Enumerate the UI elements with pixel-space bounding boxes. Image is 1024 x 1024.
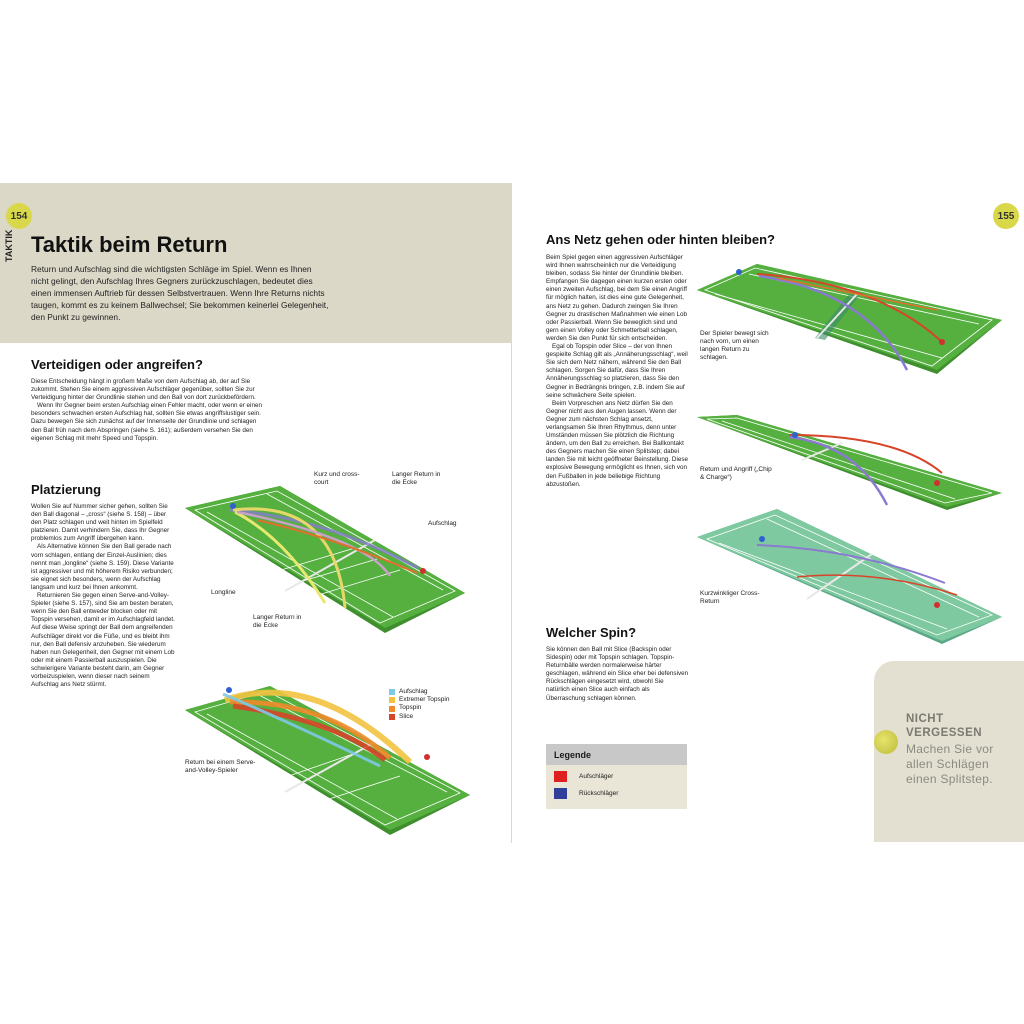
legend-swatch-red bbox=[554, 771, 567, 782]
paragraph: Wenn Ihr Gegner beim ersten Aufschlag ei… bbox=[31, 402, 262, 442]
page-title: Taktik beim Return bbox=[31, 232, 228, 257]
section-text-verteidigen: Diese Entscheidung hängt in großem Maße … bbox=[31, 378, 263, 443]
swatch-aufschlag bbox=[389, 689, 395, 696]
page-number-right: 155 bbox=[993, 203, 1019, 229]
label-serve-volley: Return bei einem Serve-and-Volley-Spiele… bbox=[185, 759, 256, 774]
reminder-title: NICHT VERGESSEN bbox=[906, 713, 983, 739]
label-chip-charge: Return und Angriff („Chip & Charge“) bbox=[700, 466, 772, 481]
label-aufschlag: Aufschlag bbox=[428, 520, 457, 527]
label-approach: Der Spieler bewegt sich nach vorn, um ei… bbox=[700, 330, 769, 361]
section-text-spin: Sie können den Ball mit Slice (Backspin … bbox=[546, 646, 689, 702]
section-title-netz: Ans Netz gehen oder hinten bleiben? bbox=[546, 232, 775, 247]
paragraph: Diese Entscheidung hängt in großem Maße … bbox=[31, 378, 256, 402]
section-title-verteidigen: Verteidigen oder angreifen? bbox=[31, 357, 203, 372]
spin-legend-item: Slice bbox=[389, 713, 449, 721]
header-band bbox=[0, 183, 511, 343]
swatch-slice bbox=[389, 713, 395, 720]
paragraph: Returnieren Sie gegen einen Serve-and-Vo… bbox=[31, 592, 175, 689]
spin-legend-item: Topspin bbox=[389, 704, 449, 712]
label-langer-return-top: Langer Return in die Ecke bbox=[392, 471, 441, 486]
section-text-platzierung: Wollen Sie auf Nummer sicher gehen, soll… bbox=[31, 503, 176, 689]
chapter-tab: TAKTIK bbox=[4, 229, 14, 262]
tennis-ball-icon bbox=[874, 730, 898, 754]
reminder-panel bbox=[874, 661, 1024, 842]
section-text-netz: Beim Spiel gegen einen aggressiven Aufsc… bbox=[546, 254, 689, 489]
label-kurz: Kurz und cross-court bbox=[314, 471, 360, 486]
label-langer-return-bottom: Langer Return in die Ecke bbox=[253, 614, 302, 629]
label-cross-return: Kurzwinkliger Cross-Return bbox=[700, 590, 760, 605]
swatch-extremer-topspin bbox=[389, 697, 395, 704]
label-longline: Longline bbox=[211, 589, 236, 596]
reminder-text: Machen Sie vor allen Schlägen einen Spli… bbox=[906, 742, 994, 786]
legend-box: Legende Aufschläger Rückschläger bbox=[546, 744, 687, 809]
paragraph: Egal ob Topspin oder Slice – der von Ihn… bbox=[546, 343, 688, 399]
section-title-platzierung: Platzierung bbox=[31, 482, 102, 497]
legend-title: Legende bbox=[546, 744, 687, 765]
legend-item-rueckschlaeger: Rückschläger bbox=[554, 788, 687, 799]
court-diagram-placement bbox=[185, 478, 465, 638]
page-gutter bbox=[511, 183, 512, 843]
intro-text: Return und Aufschlag sind die wichtigste… bbox=[31, 264, 329, 322]
court-diagram-cross-return bbox=[697, 509, 1002, 644]
court-diagram-chip-charge bbox=[697, 415, 1002, 510]
legend-swatch-blue bbox=[554, 788, 567, 799]
spin-legend: Aufschlag Extremer Topspin Topspin Slice bbox=[389, 688, 449, 721]
paragraph: Beim Vorpreschen ans Netz dürfen Sie den… bbox=[546, 399, 688, 488]
spin-legend-item: Aufschlag bbox=[389, 688, 449, 696]
paragraph: Als Alternative können Sie den Ball gera… bbox=[31, 543, 174, 591]
swatch-topspin bbox=[389, 705, 395, 712]
paragraph: Wollen Sie auf Nummer sicher gehen, soll… bbox=[31, 503, 170, 543]
spin-legend-item: Extremer Topspin bbox=[389, 696, 449, 704]
section-title-spin: Welcher Spin? bbox=[546, 625, 637, 640]
page-number-left: 154 bbox=[6, 203, 32, 229]
legend-item-aufschlaeger: Aufschläger bbox=[554, 771, 687, 782]
court-diagram-approach bbox=[697, 262, 1002, 374]
paragraph: Beim Spiel gegen einen aggressiven Aufsc… bbox=[546, 254, 688, 342]
court-diagram-serve-volley bbox=[185, 680, 470, 840]
